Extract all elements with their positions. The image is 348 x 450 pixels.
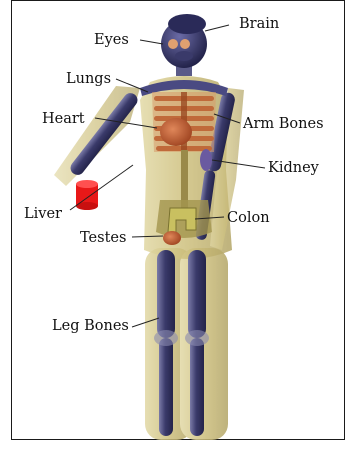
testes (163, 231, 181, 245)
label-eyes: Eyes (94, 33, 129, 48)
kidney (200, 149, 212, 171)
label-colon: Colon (227, 211, 270, 226)
label-arm-bones: Arm Bones (243, 117, 324, 132)
heart (160, 118, 192, 146)
label-leg-bones: Leg Bones (52, 319, 129, 334)
liver (76, 180, 98, 210)
label-brain: Brain (239, 17, 279, 32)
label-kidney: Kidney (268, 161, 319, 176)
label-testes: Testes (80, 231, 126, 246)
label-liver: Liver (24, 207, 62, 222)
label-lungs: Lungs (66, 72, 111, 87)
label-heart: Heart (42, 112, 85, 127)
head (161, 14, 207, 68)
